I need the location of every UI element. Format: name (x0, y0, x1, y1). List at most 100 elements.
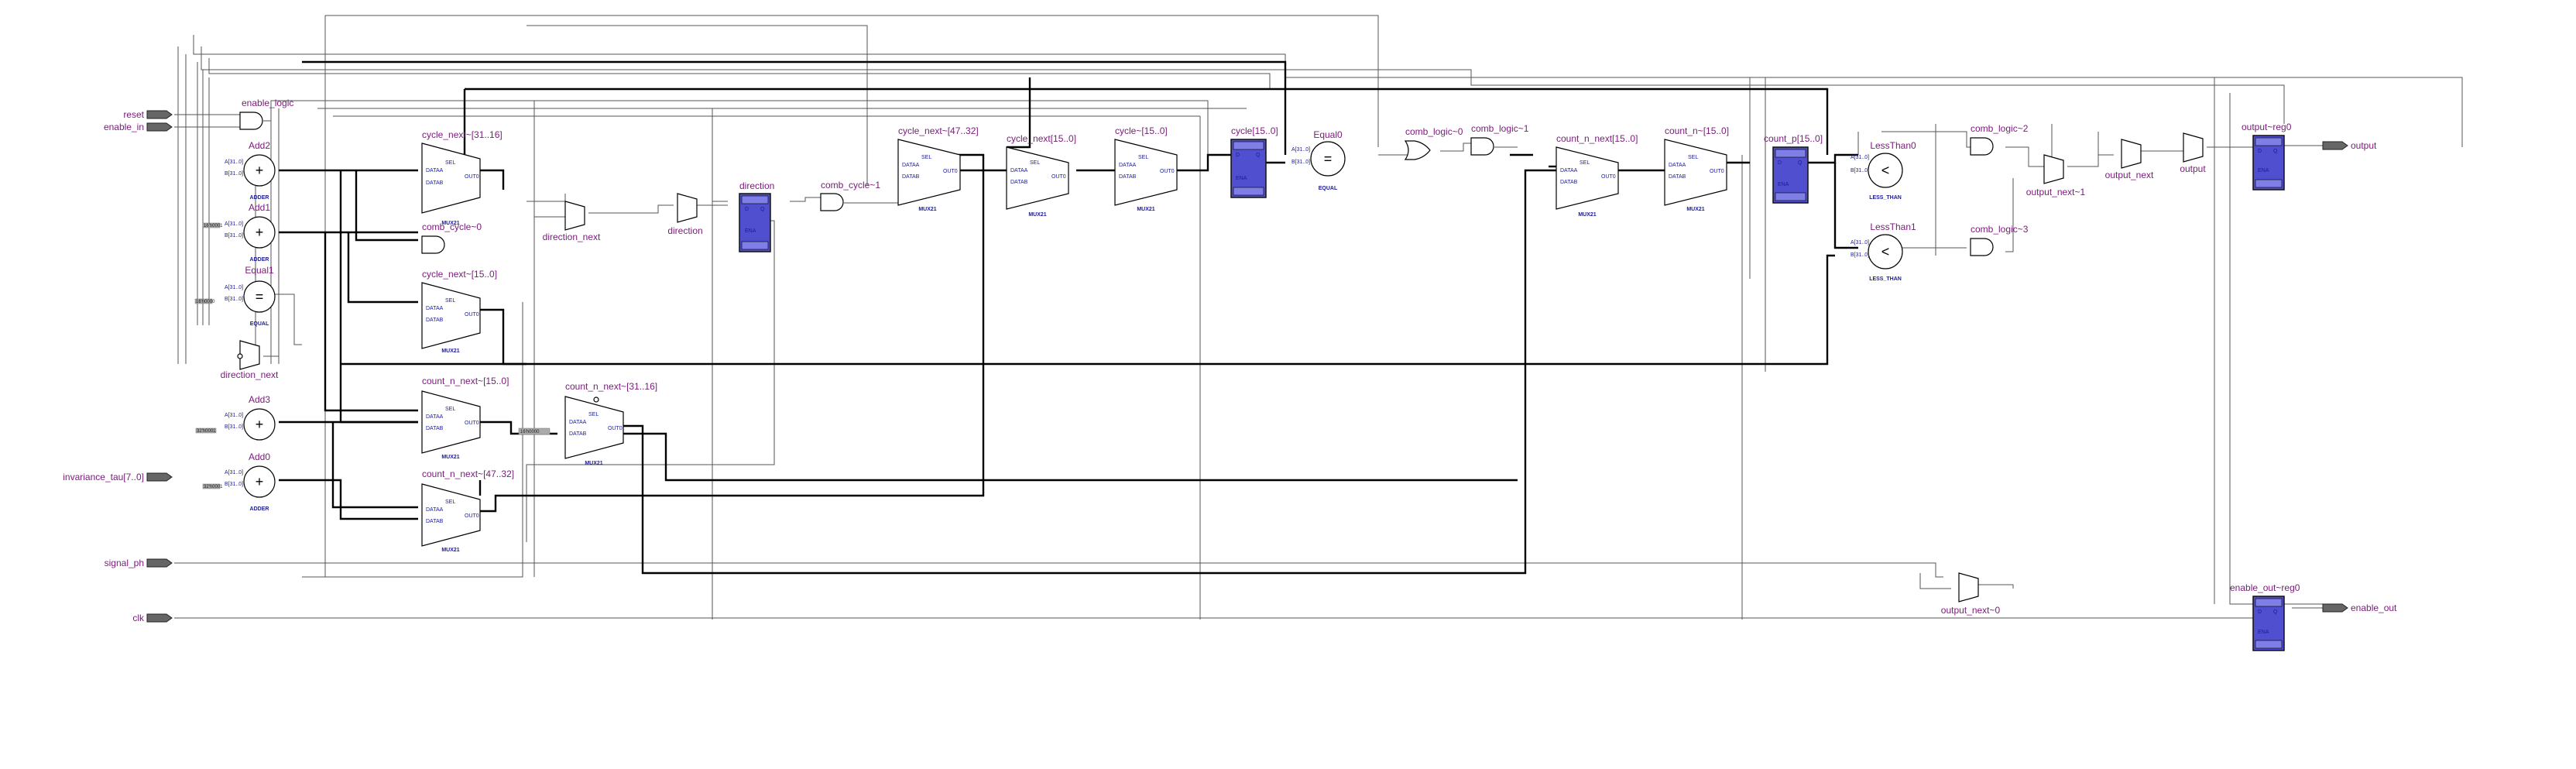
constant-box (195, 427, 217, 434)
svg-text:MUX21: MUX21 (585, 461, 602, 466)
svg-text:DATAB: DATAB (902, 174, 920, 180)
comb-logic-0-or-gate[interactable]: comb_logic~0 (1404, 126, 1463, 160)
svg-text:ADDER: ADDER (250, 195, 269, 201)
svg-text:16'h0000: 16'h0000 (196, 300, 215, 304)
svg-text:OUT0: OUT0 (943, 169, 958, 174)
svg-text:SEL: SEL (445, 298, 455, 304)
svg-text:DATAA: DATAA (426, 306, 444, 311)
mux-count-n-15-0[interactable]: count_n~[15..0] SEL DATAA DATAB OUT0 MUX… (1664, 125, 1729, 212)
svg-text:DATAB: DATAB (1669, 174, 1686, 180)
mux-count-n-next-15-0-lower[interactable]: count_n_next~[15..0] SEL DATAA DATAB OUT… (421, 376, 509, 460)
input-port-reset[interactable]: reset (123, 109, 173, 120)
add1-adder[interactable]: + Add1 A[31..0] B[31..0] ADDER 16'h0001 (202, 202, 276, 263)
svg-text:enable_out: enable_out (2351, 602, 2397, 613)
svg-text:count_p[15..0]: count_p[15..0] (1764, 133, 1823, 144)
svg-text:DATAA: DATAA (1010, 168, 1028, 173)
mux-cycle-next-15-0[interactable]: cycle_next~[15..0] SEL DATAA DATAB OUT0 … (421, 269, 497, 354)
output-register[interactable]: D Q ENA output~reg0 (2242, 122, 2292, 191)
svg-text:OUT0: OUT0 (465, 312, 479, 318)
svg-text:DATAB: DATAB (426, 318, 444, 323)
mux-count-n-next-15-0[interactable]: count_n_next[15..0] SEL DATAA DATAB OUT0… (1556, 133, 1638, 218)
comb-logic-2-gate[interactable]: comb_logic~2 (1970, 123, 2029, 156)
svg-text:B[31..0]: B[31..0] (225, 233, 243, 239)
svg-text:DATAA: DATAA (1119, 163, 1137, 168)
input-port-signal-ph[interactable]: signal_ph (105, 558, 173, 568)
svg-text:DATAA: DATAA (426, 414, 444, 420)
svg-text:SEL: SEL (1030, 160, 1040, 166)
mux-cycle-next-31-16[interactable]: cycle_next~[31..16] SEL DATAA DATAB OUT0… (421, 129, 503, 226)
svg-text:SEL: SEL (1580, 160, 1590, 166)
svg-text:MUX21: MUX21 (1028, 212, 1046, 218)
enable-logic-and-gate[interactable]: enable_logic (239, 98, 293, 130)
comb-logic-1-gate[interactable]: comb_logic~1 (1470, 123, 1529, 156)
input-port-enable-in[interactable]: enable_in (104, 122, 173, 132)
direction-next-mux-2[interactable]: direction_next (543, 201, 601, 242)
add2-adder[interactable]: + Add2 A[31..0] B[31..0] ADDER (225, 140, 276, 201)
add3-adder[interactable]: + Add3 A[31..0] B[31..0] 32'h0001 (195, 394, 276, 441)
svg-text:DATAB: DATAB (1010, 180, 1028, 185)
svg-text:D: D (745, 207, 749, 212)
mux-cycle-next-15-0-b[interactable]: cycle_next[15..0] SEL DATAA DATAB OUT0 M… (1006, 133, 1076, 218)
svg-text:comb_cycle~1: comb_cycle~1 (821, 180, 880, 191)
comb-cycle-1-gate[interactable]: comb_cycle~1 (820, 180, 880, 211)
output-next-1-mux[interactable]: output_next~1 (2026, 154, 2086, 197)
svg-text:ADDER: ADDER (250, 257, 269, 263)
svg-text:ADDER: ADDER (250, 506, 269, 512)
direction-mux[interactable]: direction (667, 193, 703, 236)
svg-text:SEL: SEL (445, 160, 455, 166)
svg-text:EQUAL: EQUAL (250, 321, 269, 327)
svg-text:=: = (1324, 151, 1333, 167)
enable-out-register[interactable]: D Q ENA enable_out~reg0 (2230, 582, 2300, 651)
equal0-comparator[interactable]: = Equal0 A[31..0] B[31..0] EQUAL (1291, 129, 1346, 191)
less-than-0-comparator[interactable]: < LessThan0 A[31..0] B[31..0] LESS_THAN (1851, 140, 1916, 201)
svg-text:=: = (256, 289, 264, 304)
svg-text:Add2: Add2 (249, 140, 270, 151)
mux-cycle-next-47-32[interactable]: cycle_next~[47..32] SEL DATAA DATAB OUT0… (897, 125, 979, 212)
svg-text:A[31..0]: A[31..0] (225, 413, 243, 418)
direction-register[interactable]: D Q ENA direction (739, 180, 774, 252)
svg-text:OUT0: OUT0 (1601, 174, 1616, 180)
cycle-register[interactable]: D Q ENA cycle[15..0] (1230, 125, 1278, 198)
output-port-enable-out[interactable]: enable_out (2322, 602, 2397, 613)
input-port-invariance-tau[interactable]: invariance_tau[7..0] (63, 472, 173, 482)
less-than-1-comparator[interactable]: < LessThan1 A[31..0] B[31..0] LESS_THAN (1851, 221, 1916, 282)
input-port-clk[interactable]: clk (132, 613, 173, 623)
svg-text:A[31..0]: A[31..0] (225, 160, 243, 165)
mux-count-n-next-47-32[interactable]: count_n_next~[47..32] SEL DATAA DATAB OU… (421, 469, 514, 553)
svg-text:comb_logic~3: comb_logic~3 (1971, 224, 2029, 235)
svg-text:comb_logic~0: comb_logic~0 (1405, 126, 1463, 137)
comb-logic-3-gate[interactable]: comb_logic~3 (1970, 224, 2029, 256)
svg-text:OUT0: OUT0 (1710, 169, 1724, 174)
svg-text:count_n_next~[15..0]: count_n_next~[15..0] (422, 376, 509, 386)
svg-text:DATAA: DATAA (569, 420, 587, 425)
output-mux[interactable]: output (2180, 132, 2206, 174)
svg-text:SEL: SEL (921, 155, 931, 160)
svg-text:Add1: Add1 (249, 202, 270, 213)
svg-text:signal_ph: signal_ph (105, 558, 144, 568)
comb-cycle-0-gate[interactable]: comb_cycle~0 (421, 221, 482, 254)
mux-cycle-15-0[interactable]: cycle~[15..0] SEL DATAA DATAB OUT0 MUX21 (1114, 125, 1178, 212)
svg-text:A[31..0]: A[31..0] (1851, 155, 1869, 160)
svg-text:D: D (1778, 160, 1782, 166)
output-port-output[interactable]: output (2322, 140, 2377, 151)
svg-text:SEL: SEL (445, 500, 455, 505)
svg-text:output~reg0: output~reg0 (2242, 122, 2292, 132)
output-next-mux[interactable]: output_next (2105, 139, 2154, 180)
svg-text:OUT0: OUT0 (1051, 174, 1066, 180)
svg-text:output_next: output_next (2105, 170, 2154, 180)
direction-next-mux[interactable]: direction_next (221, 340, 279, 380)
svg-text:SEL: SEL (1138, 155, 1148, 160)
mux-count-n-next-31-16[interactable]: count_n_next~[31..16] SEL DATAA DATAB OU… (518, 381, 657, 466)
add0-adder[interactable]: + Add0 A[31..0] B[31..0] ADDER 32'h0001 (202, 451, 276, 512)
svg-text:MUX21: MUX21 (441, 221, 459, 226)
svg-text:LessThan1: LessThan1 (1870, 221, 1916, 232)
svg-text:DATAA: DATAA (1669, 163, 1686, 168)
constant-box (202, 483, 221, 489)
svg-text:A[31..0]: A[31..0] (225, 221, 243, 227)
equal1-comparator[interactable]: = Equal1 A[31..0] B[31..0] EQUAL 16'h000… (194, 265, 276, 327)
count-p-register[interactable]: D Q ENA count_p[15..0] (1764, 133, 1823, 204)
svg-text:direction_next: direction_next (543, 232, 601, 242)
svg-text:comb_cycle~0: comb_cycle~0 (422, 221, 482, 232)
output-next-0-mux[interactable]: output_next~0 (1941, 572, 2001, 616)
